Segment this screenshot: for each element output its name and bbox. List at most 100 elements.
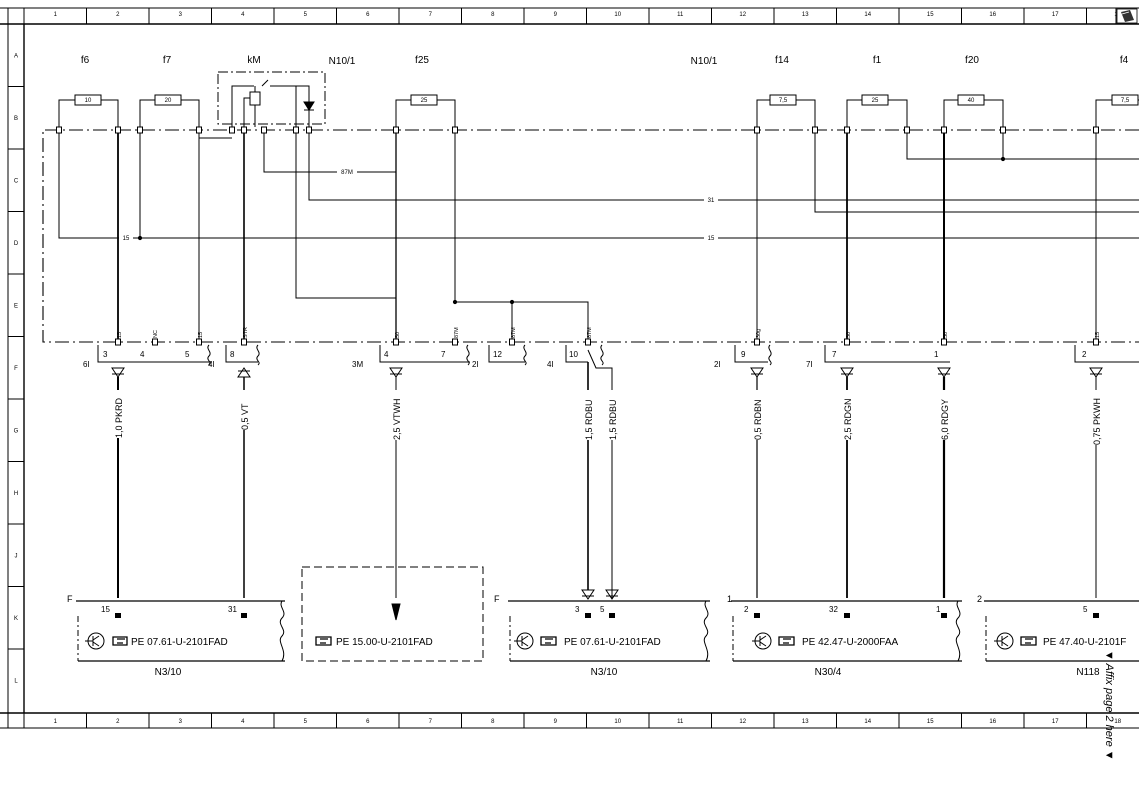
row-letter: J bbox=[15, 553, 18, 559]
row-letter: H bbox=[14, 491, 18, 497]
connector-pin bbox=[115, 338, 121, 346]
column-number: 16 bbox=[989, 719, 996, 725]
connector-pin bbox=[941, 126, 947, 134]
svg-text:25: 25 bbox=[872, 98, 879, 104]
column-number: 15 bbox=[927, 719, 934, 725]
wire-1-0-pkrd: 1,0 PKRD bbox=[114, 397, 124, 438]
transistor-icon bbox=[752, 632, 772, 650]
column-number: 16 bbox=[989, 12, 996, 18]
fuse-f4: 7,5 bbox=[1095, 94, 1139, 127]
connector-pin bbox=[293, 126, 299, 134]
svg-text:F: F bbox=[494, 594, 500, 604]
connector-pin bbox=[844, 126, 850, 134]
module-n3-10-right: F 3 5 PE 07.61-U-2101FAD N3/10 bbox=[494, 594, 710, 678]
wire-6-0-rdgy: 6,0 RDGY bbox=[940, 399, 950, 440]
column-number: 15 bbox=[927, 12, 934, 18]
connector-pin-labels: 6I 3 4 5 4I 8 3M 4 7 2I 4I 12 10 2I 9 7I… bbox=[83, 350, 1087, 369]
column-number: 7 bbox=[429, 719, 433, 725]
column-number: 6 bbox=[366, 719, 370, 725]
svg-text:N3/10: N3/10 bbox=[155, 667, 182, 678]
pin-30a: 30 bbox=[846, 332, 852, 338]
fuse-f1: 25 bbox=[846, 94, 908, 127]
affix-note: ▼ Affix page 2 here ▼ bbox=[1103, 650, 1115, 761]
connector-pin bbox=[241, 338, 247, 346]
conn-pin-7: 7 bbox=[441, 350, 446, 359]
svg-text:5: 5 bbox=[600, 605, 605, 614]
connector-pin bbox=[585, 338, 591, 346]
label-f6: f6 bbox=[81, 55, 90, 66]
label-f7: f7 bbox=[163, 55, 172, 66]
conn-pin-7b: 7 bbox=[832, 350, 837, 359]
column-number: 14 bbox=[864, 719, 871, 725]
column-number: 9 bbox=[554, 12, 558, 18]
connector-pin bbox=[115, 126, 121, 134]
column-number: 9 bbox=[554, 719, 558, 725]
svg-text:10: 10 bbox=[85, 98, 92, 104]
column-number: 1 bbox=[54, 719, 58, 725]
conn-7l: 7I bbox=[806, 360, 813, 369]
connector-pin bbox=[229, 126, 235, 134]
transistor-icon bbox=[514, 632, 534, 650]
row-letter: E bbox=[14, 303, 18, 309]
svg-text:PE 07.61-U-2101FAD: PE 07.61-U-2101FAD bbox=[131, 637, 228, 648]
connector-pin bbox=[261, 126, 267, 134]
svg-text:2: 2 bbox=[744, 605, 749, 614]
bus-15-right: 15 bbox=[708, 236, 715, 242]
wire-2-5-rdgn: 2,5 RDGN bbox=[843, 398, 853, 440]
pin-30b: 30 bbox=[943, 332, 949, 338]
svg-text:PE 42.47-U-2000FAA: PE 42.47-U-2000FAA bbox=[802, 637, 898, 648]
svg-text:2: 2 bbox=[977, 594, 982, 604]
svg-text:25: 25 bbox=[421, 98, 428, 104]
column-number: 17 bbox=[1052, 12, 1059, 18]
conn-4l-a: 4I bbox=[208, 360, 215, 369]
conn-pin-1: 1 bbox=[934, 350, 939, 359]
row-letter: G bbox=[14, 428, 19, 434]
column-number: 6 bbox=[366, 12, 370, 18]
svg-text:3: 3 bbox=[575, 605, 580, 614]
fuses: 10 20 25 7,5 25 40 7 bbox=[58, 94, 1139, 127]
connector-pin bbox=[241, 126, 247, 134]
control-unit-boundary bbox=[42, 129, 1139, 343]
svg-text:PE 15.00-U-2101FAD: PE 15.00-U-2101FAD bbox=[336, 637, 433, 648]
svg-text:N3/10: N3/10 bbox=[591, 667, 618, 678]
column-number: 12 bbox=[739, 719, 746, 725]
connector-pin bbox=[812, 126, 818, 134]
svg-text:N30/4: N30/4 bbox=[815, 667, 842, 678]
conn-pin-9: 9 bbox=[741, 350, 746, 359]
svg-text:1: 1 bbox=[936, 605, 941, 614]
column-number: 12 bbox=[739, 12, 746, 18]
conn-3m: 3M bbox=[352, 360, 363, 369]
fuse-f14: 7,5 bbox=[756, 94, 816, 127]
conn-2l-a: 2I bbox=[472, 360, 479, 369]
wire-1-5-rdbu-a: 1,5 RDBU bbox=[584, 399, 594, 440]
label-f1: f1 bbox=[873, 55, 882, 66]
column-number: 3 bbox=[179, 719, 183, 725]
connector-pin bbox=[844, 338, 850, 346]
module-pins bbox=[115, 613, 1099, 618]
connector-pin bbox=[754, 338, 760, 346]
pointing-hand-icon bbox=[112, 636, 128, 646]
fuse-f20: 40 bbox=[943, 94, 1004, 127]
row-letter: A bbox=[14, 53, 18, 59]
conn-pin-2: 2 bbox=[1082, 350, 1087, 359]
pin-str: STR bbox=[243, 327, 249, 338]
sheet-frame bbox=[0, 7, 1139, 729]
column-number: 8 bbox=[491, 719, 495, 725]
conn-pin-5: 5 bbox=[185, 350, 190, 359]
column-number: 11 bbox=[677, 12, 684, 18]
row-letter: K bbox=[14, 616, 18, 622]
svg-text:N118: N118 bbox=[1076, 667, 1100, 678]
module-ref-15-00: PE 15.00-U-2101FAD bbox=[301, 566, 484, 662]
column-number: 4 bbox=[241, 719, 245, 725]
fuse-f6: 10 bbox=[58, 94, 119, 127]
pin-87m-a: 87M bbox=[454, 327, 460, 338]
signal-arrows bbox=[111, 367, 1103, 378]
conn-pin-3: 3 bbox=[103, 350, 108, 359]
connector-pin bbox=[393, 126, 399, 134]
pointing-hand-icon bbox=[315, 636, 332, 646]
pin-15c: 15 bbox=[1095, 332, 1101, 338]
svg-text:40: 40 bbox=[968, 98, 975, 104]
svg-text:5: 5 bbox=[1083, 605, 1088, 614]
row-letter: L bbox=[14, 678, 18, 684]
column-number: 10 bbox=[614, 719, 621, 725]
